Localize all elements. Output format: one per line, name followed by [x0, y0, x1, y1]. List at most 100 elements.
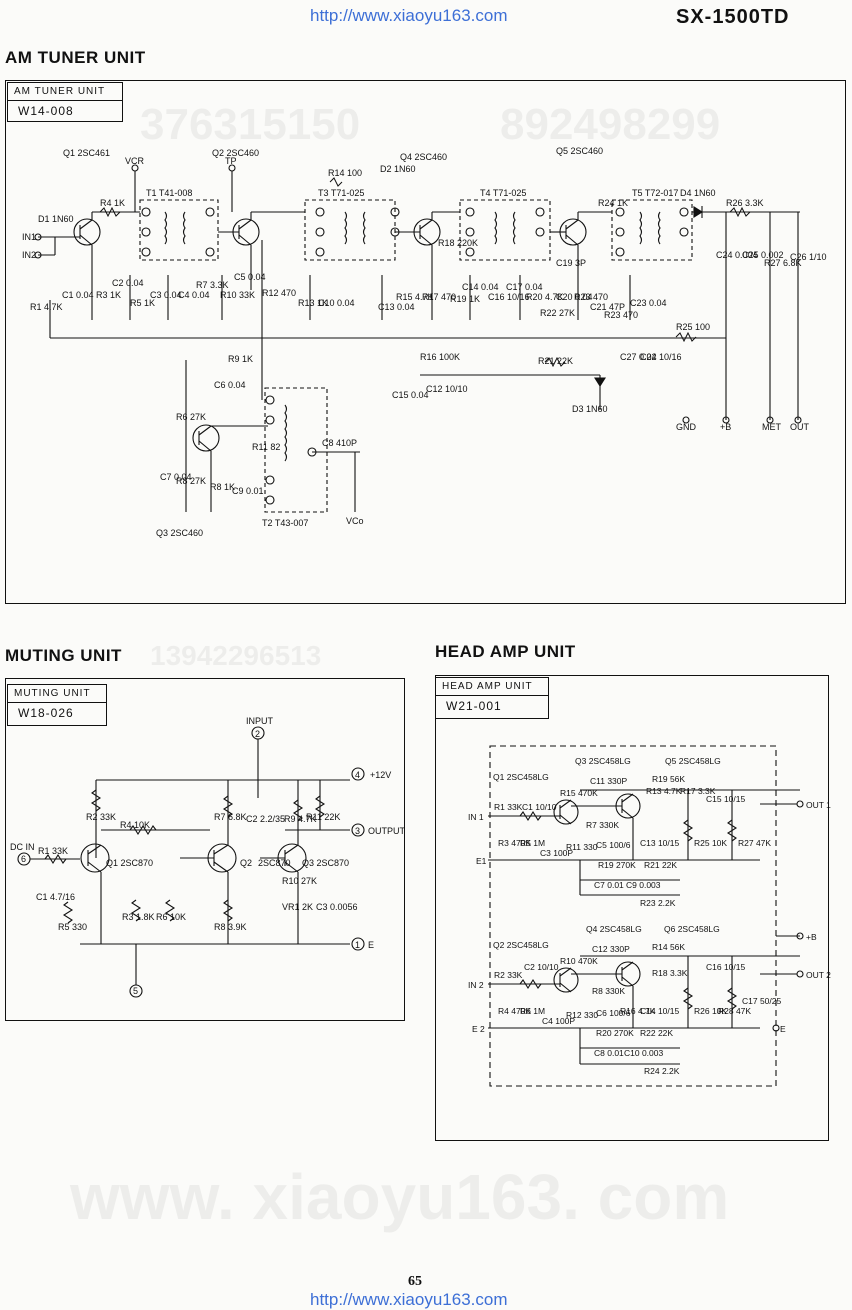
- am-label-in1: IN1: [22, 232, 36, 242]
- head-label-r13: R13 4.7K: [646, 786, 682, 796]
- muting-label-r3: R3 1.8K: [122, 912, 155, 922]
- am-label-r22: R22 27K: [540, 308, 575, 318]
- am-label-r7: R7 3.3K: [196, 280, 229, 290]
- am-label-c16: C16 10/16: [488, 292, 530, 302]
- head-tag-box: HEAD AMP UNIT W21-001: [435, 677, 549, 719]
- muting-label-q2b: 2SC870: [258, 858, 291, 868]
- am-label-r13: R13 1K: [298, 298, 328, 308]
- am-label-tp: TP: [225, 156, 237, 166]
- am-label-r25: R25 100: [676, 322, 710, 332]
- muting-label-r2: R2 33K: [86, 812, 116, 822]
- am-label-r19: R19 1K: [450, 294, 480, 304]
- am-label-c27: C27 0.04: [620, 352, 657, 362]
- am-label-r9: R9 1K: [228, 354, 253, 364]
- am-label-r24: R24 1K: [598, 198, 628, 208]
- head-label-c11: C11 330P: [590, 776, 628, 786]
- head-label-c13: C13 10/15: [640, 838, 679, 848]
- head-label-q4: Q4 2SC458LG: [586, 924, 642, 934]
- am-tag-title: AM TUNER UNIT: [8, 83, 122, 101]
- am-label-c23: C23 0.04: [630, 298, 667, 308]
- am-label-vco: VCo: [346, 516, 364, 526]
- muting-label-pin1: 1: [355, 940, 360, 950]
- muting-label-pin5: 5: [133, 986, 138, 996]
- am-label-c24: C24 0.004: [716, 250, 758, 260]
- muting-label-pin6: 6: [21, 854, 26, 864]
- am-label-c19: C19 3P: [556, 258, 586, 268]
- head-label-r4: R4 470K: [498, 1006, 531, 1016]
- am-label-r14: R14 100: [328, 168, 362, 178]
- muting-tag-title: MUTING UNIT: [8, 685, 106, 703]
- am-tuner-panel: [5, 80, 846, 604]
- muting-label-r4: R4 10K: [120, 820, 150, 830]
- head-label-in2: IN 2: [468, 980, 484, 990]
- am-label-c5: C5 0.04: [234, 272, 266, 282]
- head-label-out2: OUT 2: [806, 970, 831, 980]
- head-label-c6: C6 100/6: [596, 1008, 631, 1018]
- am-label-r15: R15 4.7K: [396, 292, 434, 302]
- head-panel: [435, 675, 829, 1141]
- head-label-c9: C9 0.003: [626, 880, 661, 890]
- am-label-r5: R5 1K: [130, 298, 155, 308]
- head-tag-code: W21-001: [446, 699, 502, 713]
- am-label-r12: R12 470: [262, 288, 296, 298]
- header-url[interactable]: http://www.xiaoyu163.com: [310, 6, 508, 25]
- head-label-r11: R11 330: [566, 842, 598, 852]
- head-label-r24: R24 2.2K: [644, 1066, 680, 1076]
- am-label-c25: C25 0.002: [742, 250, 784, 260]
- muting-label-r9: R9 4.7K: [284, 814, 317, 824]
- head-label-c2: C2 10/10: [524, 962, 559, 972]
- head-label-c4: C4 100P: [542, 1016, 575, 1026]
- head-label-r17: R17 3.3K: [680, 786, 716, 796]
- head-label-c14: C14 10/15: [640, 1006, 679, 1016]
- am-label-q3: Q3 2SC460: [156, 528, 203, 538]
- am-label-c7: C7 0.04: [160, 472, 192, 482]
- am-label-r3: R3 1K: [96, 290, 121, 300]
- am-label-c21: C21 47P: [590, 302, 625, 312]
- muting-label-r11: R11 22K: [306, 812, 340, 822]
- am-label-c8: C8 410P: [322, 438, 357, 448]
- muting-panel: [5, 678, 405, 1021]
- muting-tag-box: MUTING UNIT W18-026: [7, 684, 107, 726]
- page-number: 65: [408, 1274, 422, 1289]
- muting-label-input-pin: 2: [255, 729, 260, 739]
- head-label-q3: Q3 2SC458LG: [575, 756, 631, 766]
- head-label-c1: C1 10/10: [522, 802, 557, 812]
- am-label-c3: C3 0.04: [150, 290, 182, 300]
- footer-url[interactable]: http://www.xiaoyu163.com: [310, 1290, 508, 1309]
- am-label-r20: R20 4.7K: [526, 292, 564, 302]
- head-label-c3: C3 100P: [540, 848, 573, 858]
- head-label-r18: R18 3.3K: [652, 968, 688, 978]
- am-label-r10: R10 33K: [220, 290, 255, 300]
- am-label-r8: R8 27K: [176, 476, 206, 486]
- am-label-r8b: R8 1K: [210, 482, 235, 492]
- am-tag-box: AM TUNER UNIT W14-008: [7, 82, 123, 122]
- head-label-r7: R7 330K: [586, 820, 619, 830]
- muting-label-c1: C1 4.7/16: [36, 892, 75, 902]
- head-label-plusb: +B: [806, 932, 817, 942]
- am-label-c10: C10 0.04: [318, 298, 355, 308]
- am-label-c22: C22 10/16: [640, 352, 682, 362]
- am-label-d2: D2 1N60: [380, 164, 416, 174]
- watermark-qq2: 892498299: [500, 100, 721, 149]
- muting-tag-code: W18-026: [18, 706, 74, 720]
- am-label-q5: Q5 2SC460: [556, 146, 603, 156]
- muting-label-q3: Q3 2SC870: [302, 858, 349, 868]
- am-label-c4: C4 0.04: [178, 290, 210, 300]
- head-label-c17: C17 50/25: [742, 996, 781, 1006]
- head-label-r26: R26 10K: [694, 1006, 727, 1016]
- head-label-out1: OUT 1: [806, 800, 831, 810]
- head-label-r28: R28 47K: [718, 1006, 751, 1016]
- am-label-r16: R16 100K: [420, 352, 460, 362]
- muting-label-pin4: 4: [355, 770, 360, 780]
- am-label-plus-b: +B: [720, 422, 731, 432]
- head-label-c5: C5 100/6: [596, 840, 631, 850]
- am-label-in2: IN2: [22, 250, 36, 260]
- am-label-c15: C15 0.04: [392, 390, 429, 400]
- head-label-r6: R6 1M: [520, 1006, 545, 1016]
- muting-label-r5: R5 330: [58, 922, 87, 932]
- am-label-t5: T5 T72-017: [632, 188, 678, 198]
- muting-label-r10: R10 27K: [282, 876, 317, 886]
- head-label-r22: R22 22K: [640, 1028, 673, 1038]
- head-section-title: HEAD AMP UNIT: [435, 642, 576, 661]
